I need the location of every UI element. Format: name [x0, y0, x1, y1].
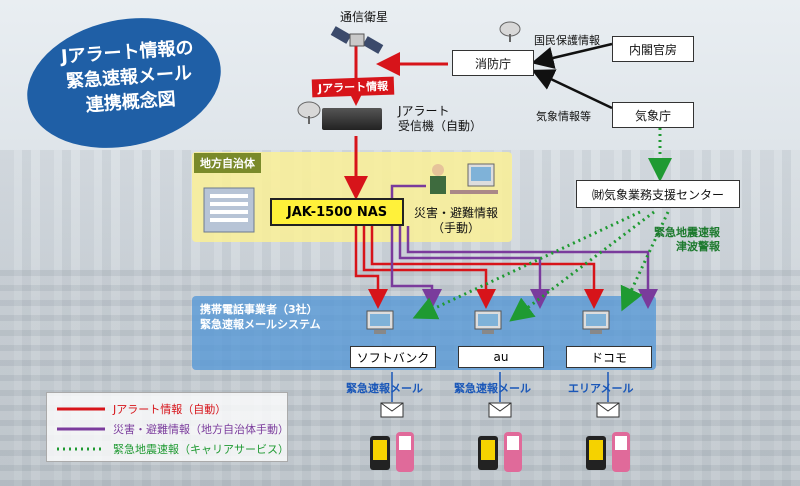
local-gov-tag: 地方自治体 — [194, 153, 261, 173]
building-icon — [203, 187, 255, 233]
mail-label-softbank: 緊急速報メール — [346, 382, 423, 395]
legend: Jアラート情報（自動） 災害・避難情報（地方自治体手動） 緊急地震速報（キャリア… — [46, 392, 289, 462]
eq-tsunami-label: 緊急地震速報 津波警報 — [654, 226, 720, 253]
line-pur-docomo — [406, 226, 658, 309]
satellite-icon — [330, 26, 384, 54]
satellite-label: 通信衛星 — [340, 10, 389, 24]
carrier-region-label: 携帯電話事業者（3社） 緊急速報メールシステム — [200, 303, 321, 331]
mail-label-au: 緊急速報メール — [454, 382, 531, 395]
mail-label-docomo: エリアメール — [568, 382, 634, 395]
line-cabinet-to-fire — [531, 42, 613, 69]
computer-icon-au — [474, 310, 504, 336]
phone-icon — [370, 432, 414, 472]
line-red-au — [362, 226, 496, 309]
computer-icon-softbank — [366, 310, 396, 336]
line-jma-to-fire — [531, 69, 613, 110]
carrier-softbank: ソフトバンク — [350, 346, 436, 368]
phone-icon — [478, 432, 522, 472]
line-pur-softbank — [390, 226, 442, 309]
antenna-icon-fire — [499, 21, 521, 42]
fire-agency-box: 消防庁 — [452, 50, 534, 76]
legend-label-purple: 災害・避難情報（地方自治体手動） — [113, 423, 289, 436]
carrier-au: au — [458, 346, 544, 368]
line-operator-to-jak — [390, 184, 426, 200]
mail-icon — [596, 402, 620, 418]
mail-icon — [380, 402, 404, 418]
line-red-softbank — [354, 226, 388, 309]
civil-protection-label: 国民保護情報 — [534, 34, 600, 47]
antenna-icon — [297, 101, 321, 124]
carrier-docomo: ドコモ — [566, 346, 652, 368]
legend-label-red: Jアラート情報（自動） — [113, 403, 227, 416]
legend-swatches — [57, 407, 105, 451]
line-red-docomo — [370, 226, 604, 309]
receiver-icon — [322, 108, 382, 130]
weather-center-box: ㈶気象業務支援センター — [576, 180, 740, 208]
mail-icon — [488, 402, 512, 418]
weather-info-label: 気象情報等 — [536, 110, 591, 123]
jak-1500-box: JAK-1500 NAS — [270, 198, 404, 226]
receiver-label: Jアラート 受信機（自動） — [398, 104, 483, 133]
operator-icon — [430, 163, 498, 194]
phone-icon — [586, 432, 630, 472]
cabinet-box: 内閣官房 — [612, 36, 694, 62]
line-grn-softbank — [412, 210, 641, 320]
legend-label-green: 緊急地震速報（キャリアサービス） — [113, 443, 289, 456]
jalert-info-tag: Jアラート情報 — [311, 76, 395, 98]
disaster-info-label: 災害・避難情報 （手動） — [414, 206, 499, 235]
line-pur-au — [398, 226, 550, 309]
computer-icon-docomo — [582, 310, 612, 336]
jma-box: 気象庁 — [612, 102, 694, 128]
